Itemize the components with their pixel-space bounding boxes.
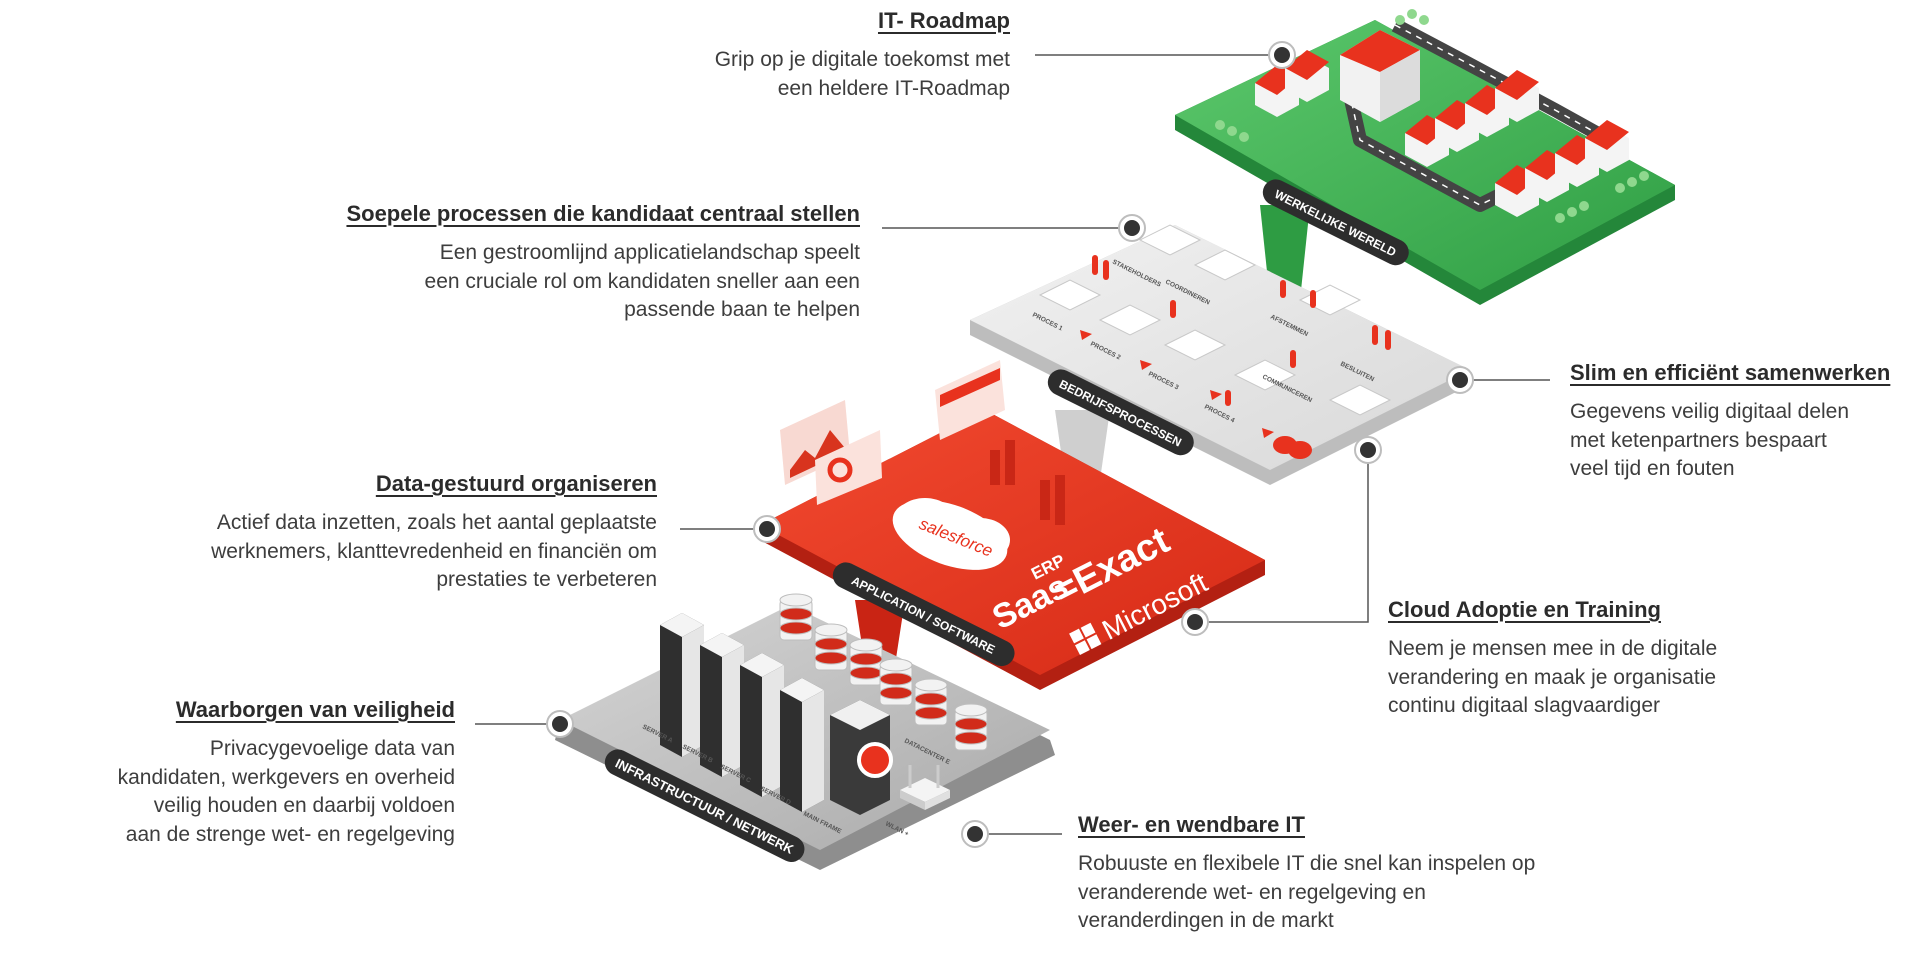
callout-cloud-adoptie: Cloud Adoptie en Training Neem je mensen… — [1388, 597, 1717, 721]
callout-title[interactable]: Soepele processen die kandidaat centraal… — [346, 201, 860, 226]
veiligheid-dot — [546, 710, 574, 738]
roadmap-dot — [1268, 41, 1296, 69]
callout-title[interactable]: Slim en efficiënt samenwerken — [1570, 360, 1891, 385]
cloud-dot-top — [1354, 436, 1382, 464]
database-stacks — [779, 593, 988, 751]
processen-dot — [1118, 214, 1146, 242]
callout-data-gestuurd: Data-gestuurd organiseren Actief data in… — [211, 471, 657, 595]
callout-description: Robuuste en flexibele IT die snel kan in… — [1078, 852, 1536, 932]
callout-dots — [546, 41, 1474, 848]
data-dot — [753, 515, 781, 543]
dashboard-panels — [780, 360, 1005, 505]
callout-title[interactable]: Weer- en wendbare IT — [1078, 812, 1305, 837]
callout-title[interactable]: IT- Roadmap — [877, 8, 1010, 33]
infrastructure-layer: INFRASTRUCTUUR / NETWERK SERVER A SERVER… — [555, 593, 1055, 870]
callout-title[interactable]: Cloud Adoptie en Training — [1388, 597, 1661, 622]
office-desks — [1038, 224, 1392, 416]
callout-description: Grip op je digitale toekomst met een hel… — [714, 48, 1010, 100]
process-arrows — [1080, 330, 1274, 438]
server-racks — [660, 613, 950, 815]
trees — [1215, 9, 1649, 223]
apartment-building — [1340, 30, 1420, 122]
coin-icons — [1273, 436, 1312, 459]
callout-it-roadmap: IT- Roadmap Grip op je digitale toekomst… — [715, 8, 1010, 103]
people-figures — [1092, 255, 1391, 406]
callout-title[interactable]: Waarborgen van veiligheid — [175, 697, 455, 722]
callout-samenwerken: Slim en efficiënt samenwerken Gegevens v… — [1570, 360, 1890, 484]
wendbaar-dot — [961, 820, 989, 848]
callout-wendbare-it: Weer- en wendbare IT Robuuste en flexibe… — [1078, 812, 1535, 936]
bar-charts-3d — [990, 440, 1065, 525]
callout-description: Privacygevoelige data van kandidaten, we… — [117, 737, 455, 846]
callout-description: Actief data inzetten, zoals het aantal g… — [211, 511, 657, 591]
real-world-layer: WERKELIJKE WERELD — [1175, 9, 1675, 305]
callout-processen: Soepele processen die kandidaat centraal… — [346, 201, 860, 325]
callout-description: Neem je mensen mee in de digitale verand… — [1388, 637, 1718, 717]
houses — [1255, 50, 1629, 217]
callout-veiligheid: Waarborgen van veiligheid Privacygevoeli… — [118, 697, 455, 849]
salesforce-logo: salesforce — [892, 498, 1010, 570]
road-markings — [1349, 24, 1601, 206]
callout-description: Gegevens veilig digitaal delen met keten… — [1570, 400, 1850, 480]
callout-description: Een gestroomlijnd applicatielandschap sp… — [424, 241, 860, 321]
cloud-dot-bottom — [1181, 608, 1209, 636]
samenwerken-dot — [1446, 366, 1474, 394]
callout-title[interactable]: Data-gestuurd organiseren — [375, 471, 657, 496]
